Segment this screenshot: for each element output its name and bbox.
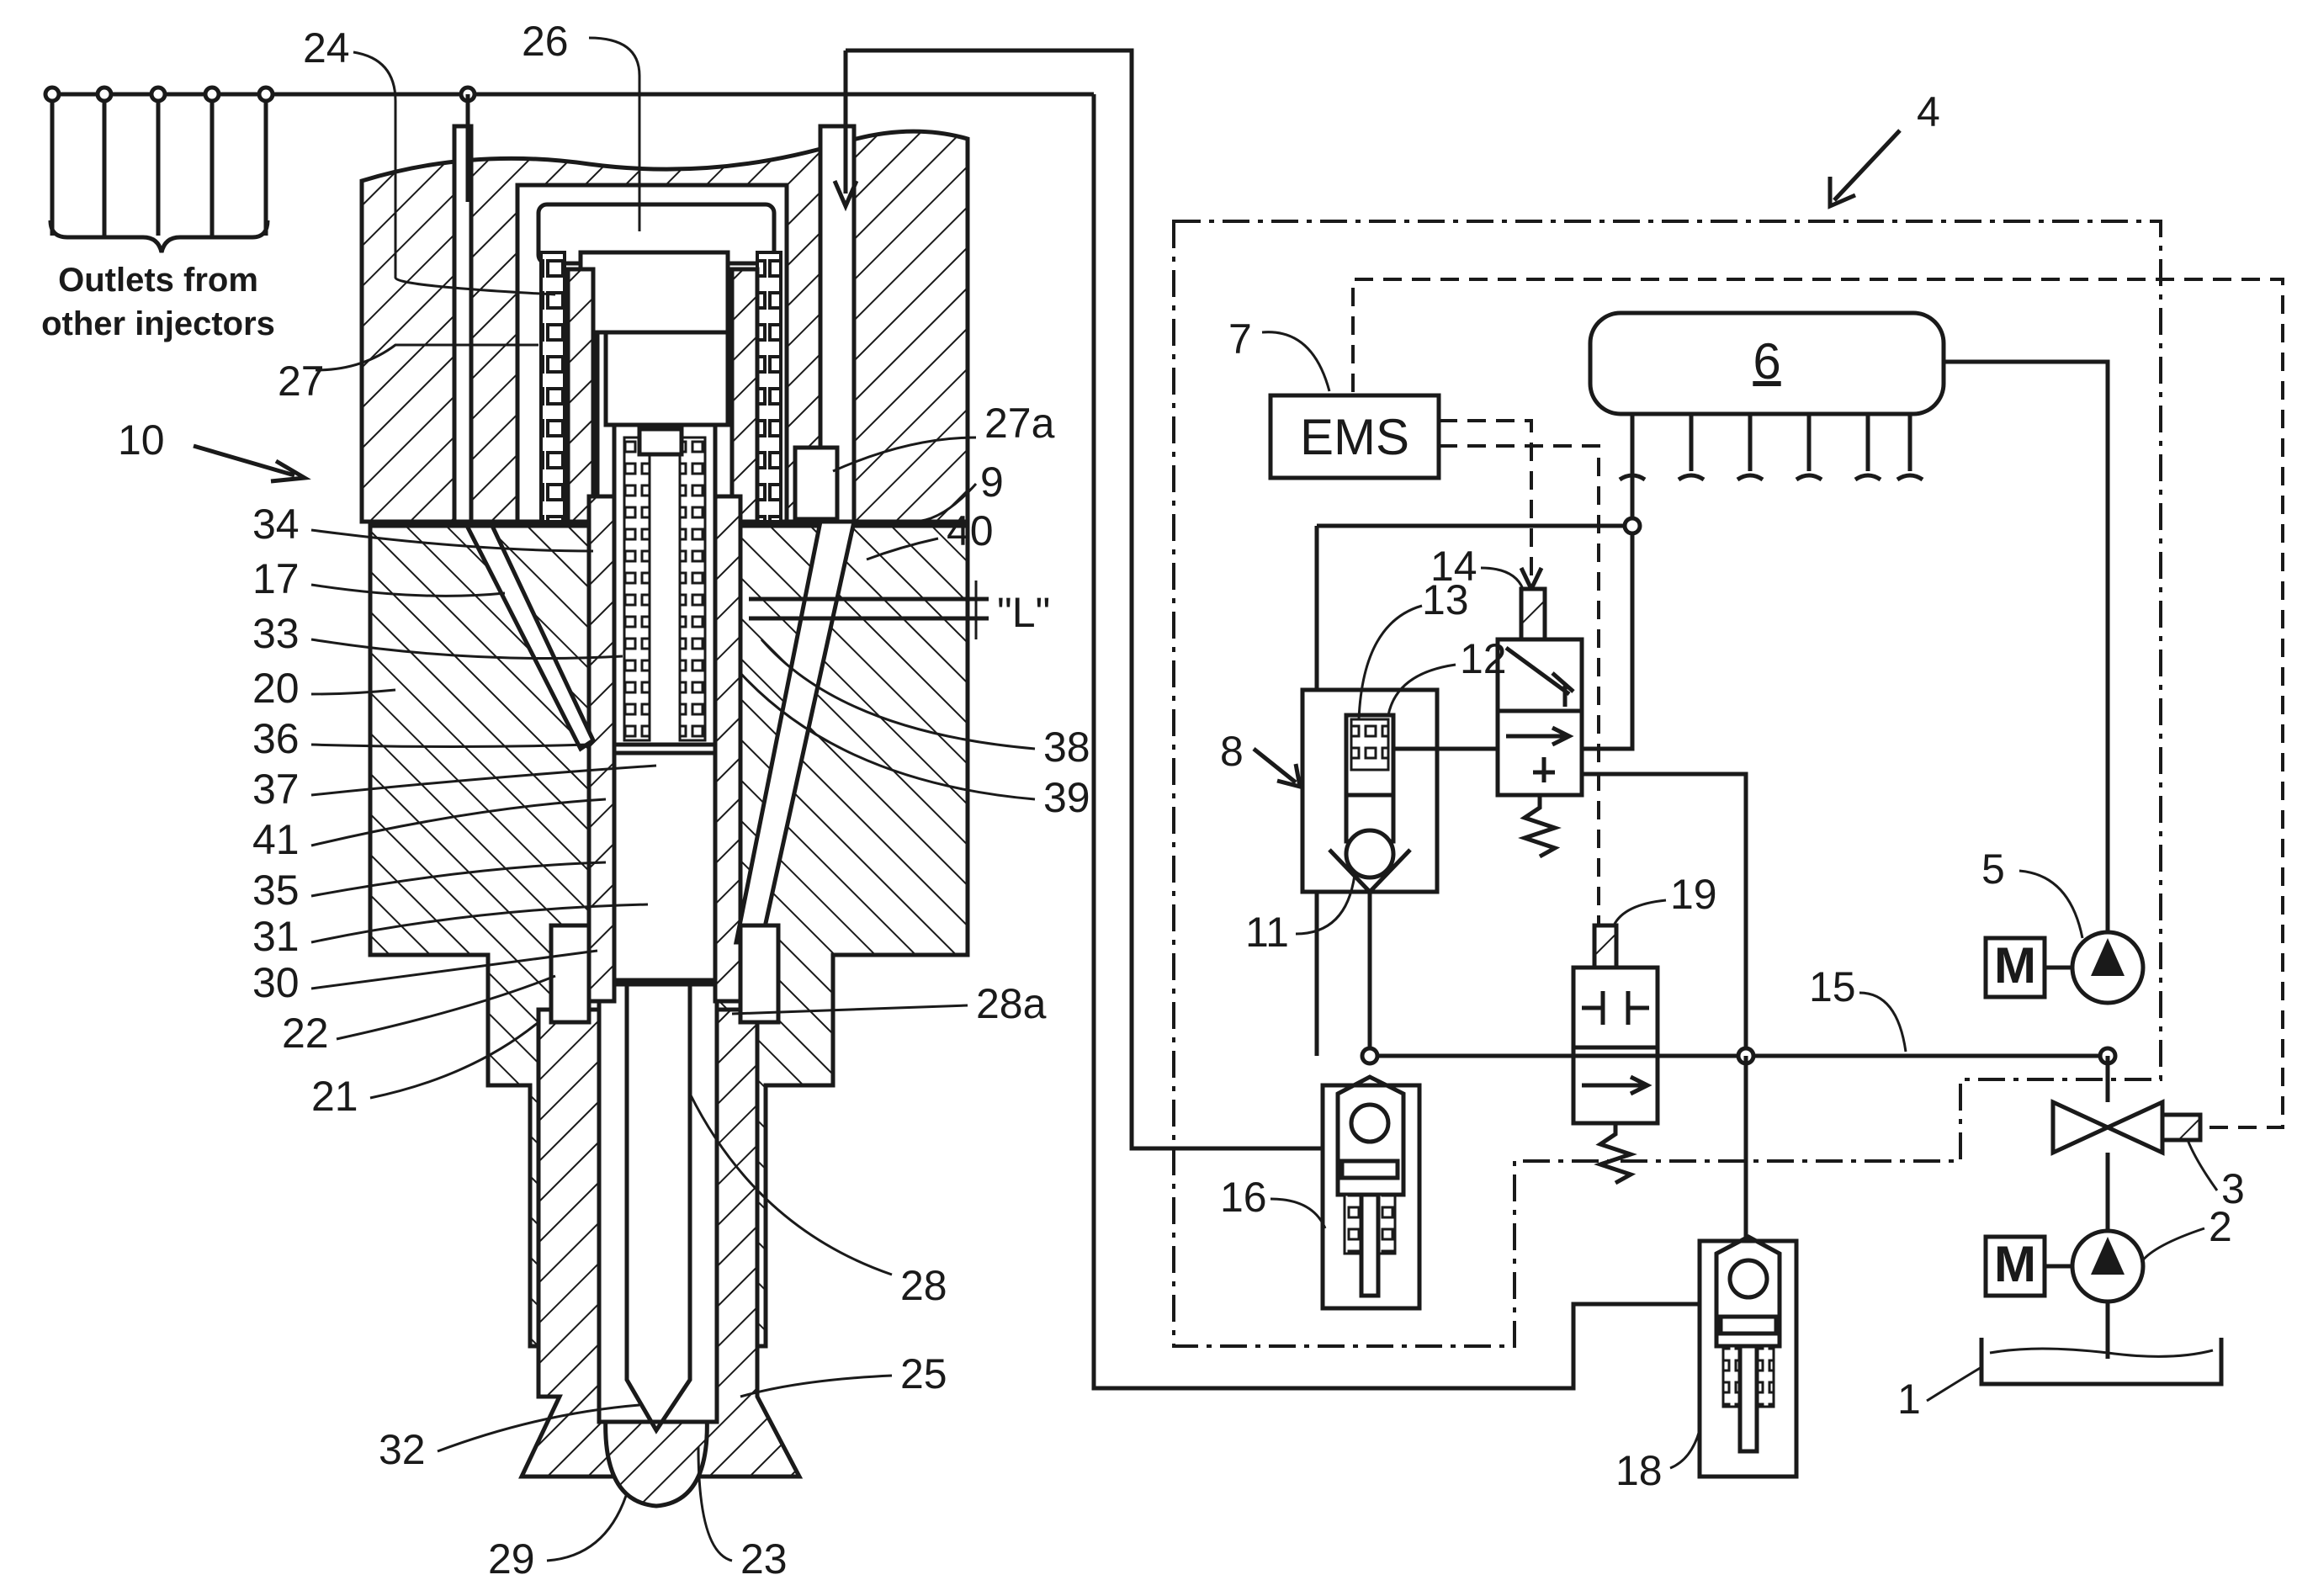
label-16: 16 bbox=[1220, 1174, 1267, 1221]
label-9: 9 bbox=[980, 459, 1004, 506]
valve-3 bbox=[2053, 1056, 2200, 1237]
label-38: 38 bbox=[1043, 724, 1090, 771]
valve-14-solenoid bbox=[1521, 589, 1545, 639]
actuator-16 bbox=[1323, 1077, 1419, 1308]
label-40: 40 bbox=[947, 507, 994, 554]
sleeve-wall-right bbox=[715, 496, 740, 1001]
valve-14-lower bbox=[1498, 711, 1582, 795]
plunger-coil-left bbox=[624, 437, 650, 740]
pole-piece-right bbox=[732, 269, 757, 522]
label-28a: 28a bbox=[976, 980, 1047, 1027]
label-27a: 27a bbox=[984, 400, 1055, 447]
plunger-cap bbox=[639, 429, 682, 454]
solenoid-coil-right bbox=[757, 252, 781, 522]
valve-19-solenoid bbox=[1594, 925, 1616, 968]
injector-10 bbox=[362, 50, 968, 1506]
label-L: "L" bbox=[997, 589, 1050, 636]
label-12: 12 bbox=[1460, 635, 1507, 682]
label-10: 10 bbox=[118, 416, 165, 464]
label-13: 13 bbox=[1422, 576, 1469, 623]
pole-piece-left bbox=[568, 269, 593, 522]
label-22: 22 bbox=[282, 1010, 329, 1057]
actuator-coil-13 bbox=[1351, 719, 1388, 770]
chamber-28a bbox=[740, 925, 778, 1022]
label-31: 31 bbox=[252, 913, 300, 960]
outlets-caption-line1: Outlets from bbox=[58, 262, 258, 299]
label-15: 15 bbox=[1809, 963, 1856, 1010]
label-36: 36 bbox=[252, 715, 300, 762]
needle-28 bbox=[599, 984, 717, 1422]
label-29: 29 bbox=[488, 1535, 535, 1583]
chamber-22 bbox=[551, 925, 589, 1022]
outlets-caption-line2: other injectors bbox=[41, 305, 275, 342]
hydraulic-system: 4 6 EMS 7 bbox=[846, 50, 2283, 1494]
label-5: 5 bbox=[1981, 846, 2005, 893]
label-1: 1 bbox=[1897, 1376, 1921, 1423]
label-39: 39 bbox=[1043, 774, 1090, 821]
ball-valve-11 bbox=[1346, 830, 1393, 878]
label-8: 8 bbox=[1220, 728, 1244, 775]
label-37: 37 bbox=[252, 766, 300, 813]
label-2: 2 bbox=[2209, 1203, 2232, 1250]
label-19: 19 bbox=[1670, 871, 1717, 918]
pump-2: M bbox=[1986, 1231, 2143, 1359]
label-24: 24 bbox=[303, 24, 350, 72]
label-11: 11 bbox=[1245, 909, 1289, 956]
label-34: 34 bbox=[252, 501, 300, 548]
label-28: 28 bbox=[900, 1262, 947, 1309]
label-20: 20 bbox=[252, 665, 300, 712]
label-32: 32 bbox=[379, 1426, 426, 1473]
plunger-coil-right bbox=[680, 437, 705, 740]
label-18: 18 bbox=[1615, 1447, 1663, 1494]
sleeve-wall-left bbox=[589, 496, 614, 1001]
tank-1 bbox=[1981, 1338, 2221, 1384]
rail-outlets bbox=[1620, 414, 1923, 480]
pump-5: M bbox=[1986, 932, 2143, 1003]
armature-stem bbox=[581, 252, 728, 332]
part-27a bbox=[795, 448, 837, 519]
label-7: 7 bbox=[1228, 315, 1252, 363]
pump-2-motor-label: M bbox=[1994, 1236, 2036, 1292]
label-35: 35 bbox=[252, 867, 300, 914]
armature-lower bbox=[606, 332, 728, 425]
label-17: 17 bbox=[252, 555, 300, 602]
pump-5-motor-label: M bbox=[1994, 937, 2036, 994]
label-21: 21 bbox=[311, 1073, 358, 1120]
label-6: 6 bbox=[1753, 333, 1780, 390]
label-41: 41 bbox=[252, 816, 300, 863]
label-25: 25 bbox=[900, 1350, 947, 1397]
actuator-18 bbox=[1700, 1237, 1796, 1477]
ems-label: EMS bbox=[1300, 409, 1409, 465]
label-30: 30 bbox=[252, 959, 300, 1006]
valve-14 bbox=[1498, 589, 1582, 856]
label-27: 27 bbox=[278, 358, 325, 405]
control-chamber-31 bbox=[614, 753, 715, 980]
valve-3-actuator bbox=[2162, 1115, 2200, 1140]
label-4: 4 bbox=[1917, 88, 1940, 135]
label-23: 23 bbox=[740, 1535, 788, 1583]
label-33: 33 bbox=[252, 610, 300, 657]
label-26: 26 bbox=[522, 18, 569, 65]
